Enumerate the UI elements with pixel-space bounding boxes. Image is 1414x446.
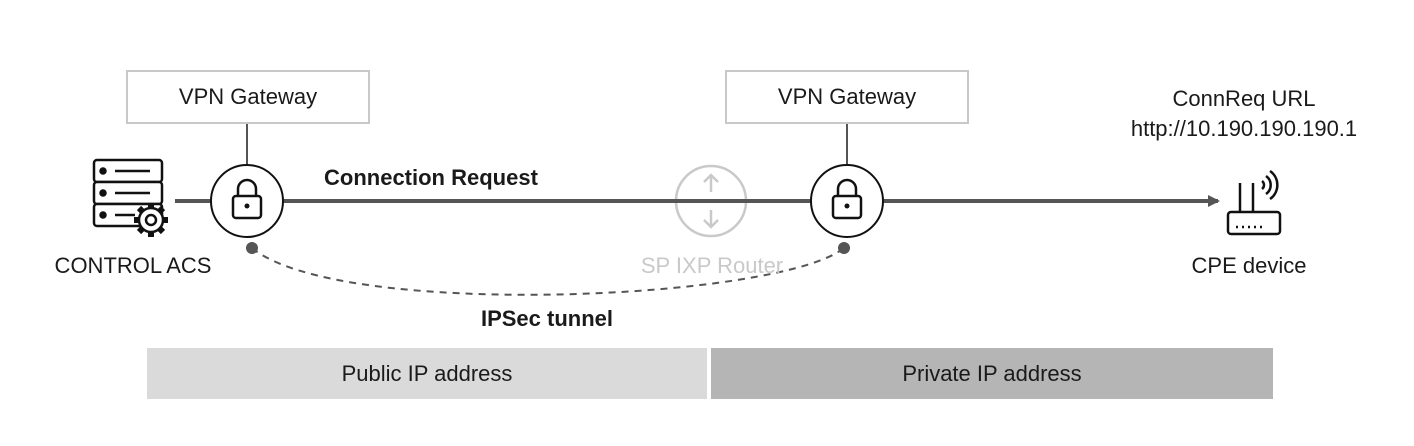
lock-icon bbox=[210, 164, 284, 238]
connreq-url-title: ConnReq URL bbox=[1172, 86, 1316, 111]
tunnel-endpoint-right bbox=[838, 242, 850, 254]
ipsec-tunnel-label: IPSec tunnel bbox=[480, 306, 614, 331]
connection-request-label: Connection Request bbox=[324, 165, 538, 190]
control-acs-label: CONTROL ACS bbox=[54, 253, 212, 278]
vpn-gateway-2-box: VPN Gateway bbox=[725, 70, 969, 124]
router-wifi-icon bbox=[1226, 169, 1282, 236]
lock-icon bbox=[810, 164, 884, 238]
router-label: SP IXP Router bbox=[640, 253, 784, 278]
ipsec-tunnel-curve bbox=[251, 247, 845, 296]
cpe-device-label: CPE device bbox=[1191, 253, 1307, 278]
connreq-url-value: http://10.190.190.190.1 bbox=[1130, 116, 1358, 141]
vpn-gateway-1-box: VPN Gateway bbox=[126, 70, 370, 124]
private-ip-zone-label: Private IP address bbox=[902, 360, 1082, 386]
vpn-gateway-2-label: VPN Gateway bbox=[777, 84, 917, 109]
private-ip-zone: Private IP address bbox=[711, 348, 1273, 399]
vpn-gateway-1-label: VPN Gateway bbox=[178, 84, 318, 109]
server-gear-icon bbox=[92, 158, 168, 237]
public-ip-zone: Public IP address bbox=[147, 348, 707, 399]
public-ip-zone-label: Public IP address bbox=[341, 360, 513, 386]
tunnel-endpoint-left bbox=[246, 242, 258, 254]
